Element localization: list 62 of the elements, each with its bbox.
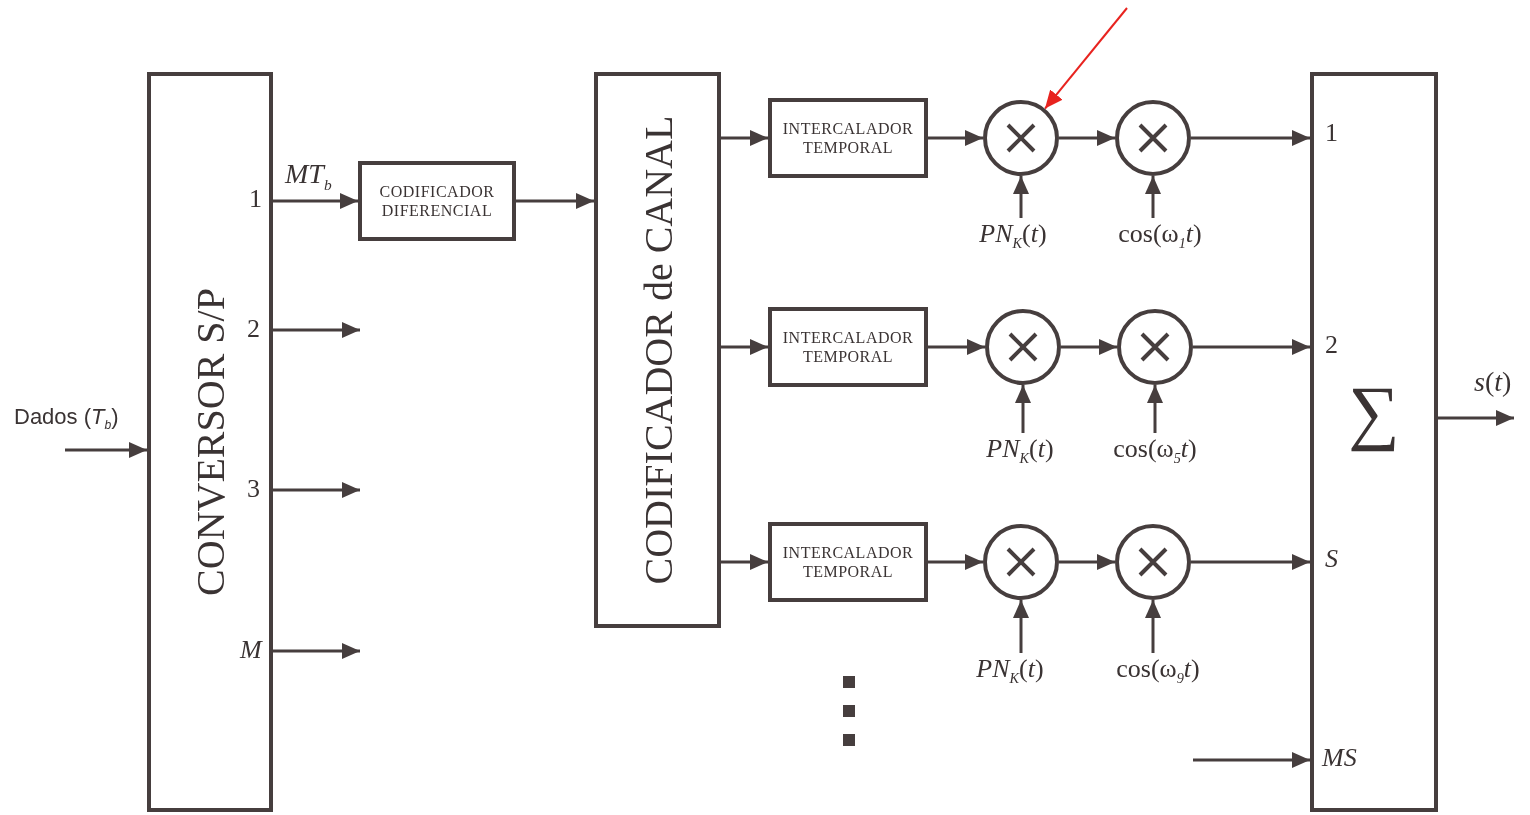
arrow (928, 339, 985, 355)
port-label: MS (1322, 745, 1357, 771)
arrow (1013, 600, 1029, 653)
arrow (273, 322, 360, 338)
arrow (1193, 752, 1310, 768)
arrow (1145, 176, 1161, 218)
multiplier-circle (985, 309, 1061, 385)
arrow (1013, 176, 1029, 218)
multiplier-circle (983, 100, 1059, 176)
arrow (1193, 339, 1310, 355)
summer-box (1310, 72, 1438, 812)
process-box (768, 307, 928, 387)
node-text: PN$_{K}$(t) (979, 218, 1047, 253)
node-text: INTERCALADOR TEMPORAL (781, 118, 915, 158)
process-box (768, 522, 928, 602)
block-box (594, 72, 721, 628)
arrow (1147, 385, 1163, 433)
block-box (147, 72, 273, 812)
arrow (1059, 130, 1115, 146)
multiplier-circle (983, 524, 1059, 600)
node-text: cos(ω$_{9}$t) (1116, 653, 1200, 688)
arrow (721, 339, 768, 355)
process-box (358, 161, 516, 241)
port-label: 3 (247, 476, 260, 502)
arrow (1059, 554, 1115, 570)
arrow (928, 554, 983, 570)
arrow (1015, 385, 1031, 433)
node-text: INTERCALADOR TEMPORAL (781, 327, 915, 367)
multiplier-circle (1115, 524, 1191, 600)
arrow (273, 482, 360, 498)
arrow (516, 193, 594, 209)
port-label: 1 (1325, 120, 1338, 146)
process-box (768, 98, 928, 178)
arrow (1191, 130, 1310, 146)
arrow (928, 130, 983, 146)
node-text: CONVERSOR S/P (186, 288, 234, 596)
port-label: 2 (1325, 332, 1338, 358)
node-text: cos(ω$_{1}$t) (1118, 218, 1202, 253)
port-label: S (1325, 546, 1338, 572)
arrow (721, 130, 768, 146)
arrow (1145, 600, 1161, 653)
arrow (1061, 339, 1117, 355)
node-text: CODIFICADOR DIFERENCIAL (378, 181, 496, 221)
multiplier-circle (1117, 309, 1193, 385)
node-text: cos(ω$_{5}$t) (1113, 433, 1197, 468)
arrow (1438, 410, 1514, 426)
port-label: M (240, 637, 262, 663)
node-text: PN$_{K}$(t) (976, 653, 1044, 688)
arrow (273, 643, 360, 659)
arrow (1191, 554, 1310, 570)
edge-label: s(t) (1474, 368, 1512, 396)
port-label: 1 (249, 186, 262, 212)
node-text: CODIFICADOR de CANAL (634, 115, 681, 585)
arrow (273, 193, 358, 209)
node-text: PN$_{K}$(t) (986, 433, 1054, 468)
port-label: 2 (247, 316, 260, 342)
node-text: INTERCALADOR TEMPORAL (781, 542, 915, 582)
arrow (721, 554, 768, 570)
arrow (65, 442, 147, 458)
multiplier-circle (1115, 100, 1191, 176)
arrow (1044, 7, 1128, 110)
edge-label: Dados (T$_{b}$) (14, 406, 119, 432)
